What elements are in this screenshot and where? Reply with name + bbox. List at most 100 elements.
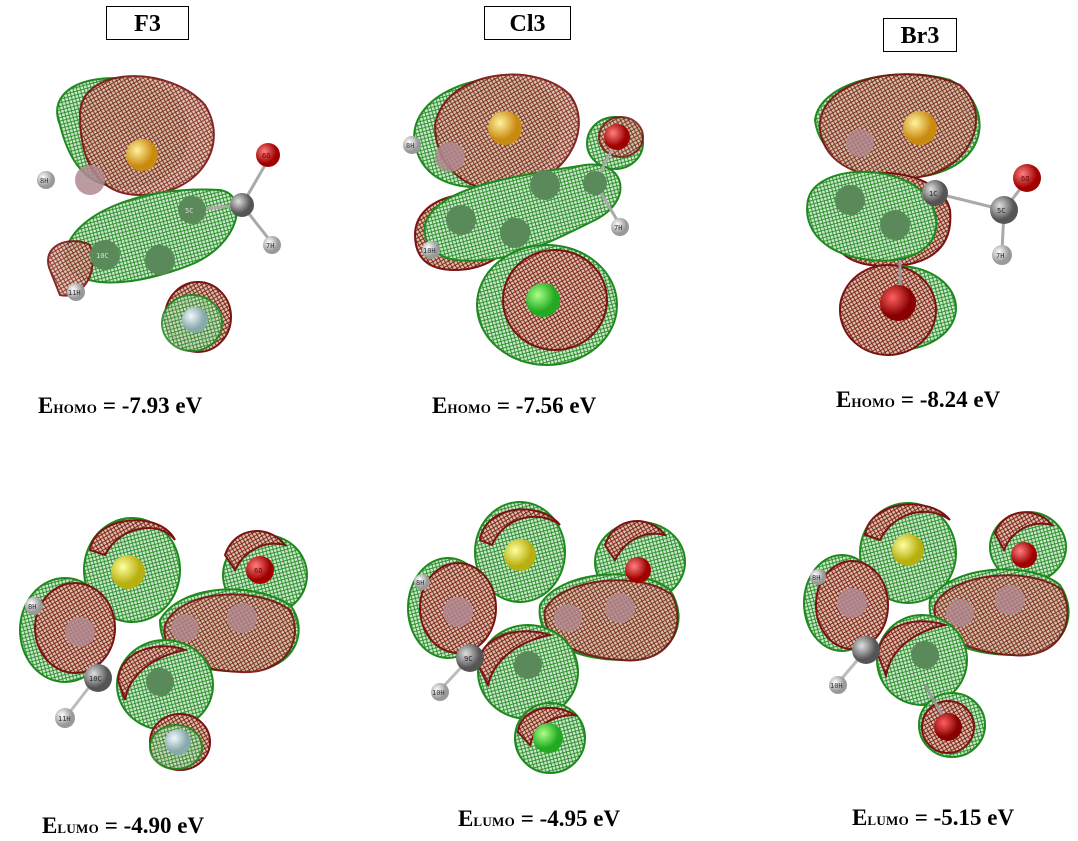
hydrogen-atom (37, 171, 55, 189)
negative-lobe (818, 73, 977, 180)
br3-lumo-orbital-diagram: 8H 10H (803, 502, 1070, 758)
energy-subscript: LUMO (57, 821, 99, 836)
hydrogen-atom (810, 569, 826, 585)
carbon-atom (605, 593, 635, 623)
negative-lobe (478, 508, 561, 547)
atom-label: 7H (266, 242, 274, 250)
fluorine-atom (165, 729, 191, 755)
atom-label: 6O (254, 567, 262, 575)
atom-label: 1C (929, 190, 937, 198)
negative-lobe (863, 503, 951, 542)
energy-symbol: E (38, 393, 54, 418)
carbon-atom (995, 585, 1025, 615)
energy-subscript: LUMO (473, 814, 515, 829)
sulfur-atom (892, 534, 924, 566)
atom-label: 8H (812, 574, 820, 582)
bromine-atom (934, 713, 962, 741)
cl3-lumo-orbital-diagram: 8H 9C 10H (407, 501, 686, 774)
carbon-atom (583, 171, 607, 195)
chlorine-atom (533, 723, 563, 753)
energy-value: = -7.93 eV (102, 393, 203, 418)
oxygen-atom (1013, 164, 1041, 192)
carbon-atom (456, 644, 484, 672)
carbon-atom (178, 196, 206, 224)
bromine-atom (880, 285, 916, 321)
br3-lumo-energy: ELUMO = -5.15 eV (852, 805, 1014, 831)
carbon-atom (835, 185, 865, 215)
energy-value: = -5.15 eV (914, 805, 1015, 830)
hydrogen-atom (829, 676, 847, 694)
energy-symbol: E (42, 813, 58, 838)
carbon-atom (75, 165, 105, 195)
energy-subscript: HOMO (447, 401, 492, 416)
carbon-atom (911, 641, 939, 669)
fluorine-atom (182, 307, 208, 333)
carbon-atom (171, 614, 199, 642)
energy-subscript: HOMO (53, 401, 98, 416)
sulfur-atom (111, 555, 145, 589)
atom-label: 10H (423, 247, 436, 255)
carbon-atom (443, 597, 473, 627)
sulfur-atom (488, 111, 522, 145)
chlorine-atom (526, 283, 560, 317)
energy-subscript: LUMO (867, 813, 909, 828)
oxygen-atom (604, 124, 630, 150)
hydrogen-atom (263, 236, 281, 254)
atom-label: 9C (464, 655, 472, 663)
f3-lumo-orbital-diagram: 6O 8H 10C 11H (19, 517, 308, 771)
column-title-cl3: Cl3 (484, 6, 571, 40)
atom-label: 8H (416, 579, 424, 587)
hydrogen-atom (55, 708, 75, 728)
energy-value: = -7.56 eV (496, 393, 597, 418)
energy-subscript: HOMO (851, 395, 896, 410)
negative-lobe (603, 520, 668, 562)
oxygen-atom (246, 556, 274, 584)
atom-label: 7H (996, 252, 1004, 260)
carbon-atom (852, 636, 880, 664)
atom-label: 11H (58, 715, 71, 723)
hydrogen-atom (414, 574, 430, 590)
hydrogen-atom (403, 136, 421, 154)
sulfur-atom (903, 111, 937, 145)
atom-label: 10C (96, 252, 109, 260)
carbon-atom (880, 210, 910, 240)
atom-label: 5C (997, 207, 1005, 215)
f3-lumo-energy: ELUMO = -4.90 eV (42, 813, 204, 839)
negative-lobe (876, 620, 949, 679)
energy-symbol: E (432, 393, 448, 418)
carbon-atom (530, 170, 560, 200)
atom-label: 8H (40, 177, 48, 185)
sulfur-atom (504, 539, 536, 571)
energy-symbol: E (836, 387, 852, 412)
energy-symbol: E (458, 806, 474, 831)
f3-homo-energy: EHOMO = -7.93 eV (38, 393, 202, 419)
hydrogen-atom (611, 218, 629, 236)
atom-label: 10C (89, 675, 102, 683)
negative-lobe (116, 645, 189, 701)
hydrogen-atom (67, 283, 85, 301)
atom-label: 10H (432, 689, 445, 697)
carbon-atom (230, 193, 254, 217)
sulfur-atom (126, 139, 158, 171)
carbon-atom (946, 599, 974, 627)
atom-label: 6O (262, 152, 270, 160)
atom-label: 5C (185, 207, 193, 215)
cl3-homo-orbital-diagram: 8H 10H 7H (403, 73, 644, 366)
f3-homo-orbital-diagram: 8H 5C 6O 7H 10C 11H (37, 75, 281, 353)
oxygen-atom (256, 143, 280, 167)
carbon-atom (514, 651, 542, 679)
carbon-atom (90, 240, 120, 270)
cl3-homo-energy: EHOMO = -7.56 eV (432, 393, 596, 419)
hydrogen-atom (992, 245, 1012, 265)
carbon-atom (846, 129, 874, 157)
carbon-atom (84, 664, 112, 692)
hydrogen-atom (431, 683, 449, 701)
cl3-lumo-energy: ELUMO = -4.95 eV (458, 806, 620, 832)
negative-lobe (993, 511, 1055, 553)
negative-lobe (223, 530, 288, 572)
carbon-atom (500, 218, 530, 248)
energy-value: = -8.24 eV (900, 387, 1001, 412)
atom-label: 10H (830, 682, 843, 690)
negative-lobe (88, 519, 176, 557)
energy-value: = -4.95 eV (520, 806, 621, 831)
